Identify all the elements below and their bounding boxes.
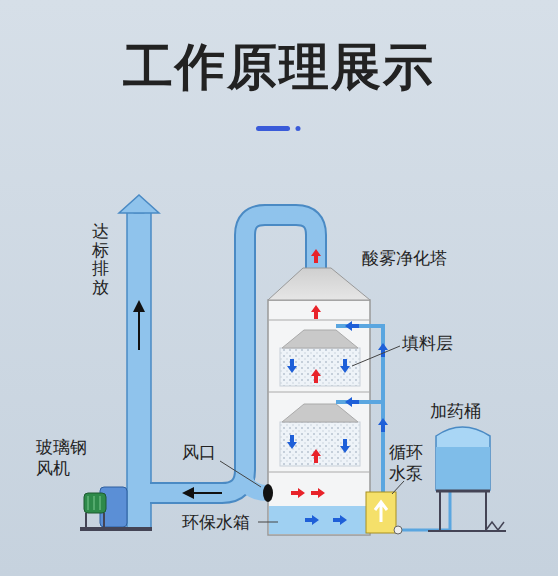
part-label: 玻璃钢 风机	[36, 437, 92, 480]
title-deco	[256, 126, 301, 131]
tower	[263, 268, 370, 535]
flow-arrow	[345, 321, 359, 331]
flow-arrow	[340, 439, 350, 453]
flow-arrow	[345, 397, 359, 407]
part-label: 环保水箱	[182, 512, 250, 533]
fan	[80, 487, 152, 531]
part-label: 加药桶	[430, 401, 481, 422]
flow-arrow	[311, 449, 321, 463]
pump	[366, 492, 402, 534]
flow-arrow	[340, 359, 350, 373]
flow-arrow	[311, 249, 321, 263]
page-title: 工作原理展示	[0, 34, 558, 101]
part-label: 酸雾净化塔	[362, 248, 447, 269]
flow-arrows	[287, 249, 388, 525]
flow-arrow	[287, 435, 297, 449]
leader-lines	[220, 346, 404, 522]
part-label: 填料层	[402, 333, 453, 354]
flow-arrow	[311, 369, 321, 383]
dosing-tank	[428, 427, 506, 531]
flow-arrow	[291, 488, 305, 498]
flow-arrow	[311, 305, 321, 319]
flow-arrow	[305, 515, 319, 525]
flow-arrow	[378, 418, 388, 432]
chimney	[119, 195, 159, 530]
part-label: 风口	[182, 442, 216, 463]
flow-arrow	[311, 488, 325, 498]
flow-arrow	[287, 359, 297, 373]
part-label: 达标排放	[92, 222, 109, 297]
flow-arrow	[333, 515, 347, 525]
part-label: 循环 水泵	[389, 442, 427, 485]
